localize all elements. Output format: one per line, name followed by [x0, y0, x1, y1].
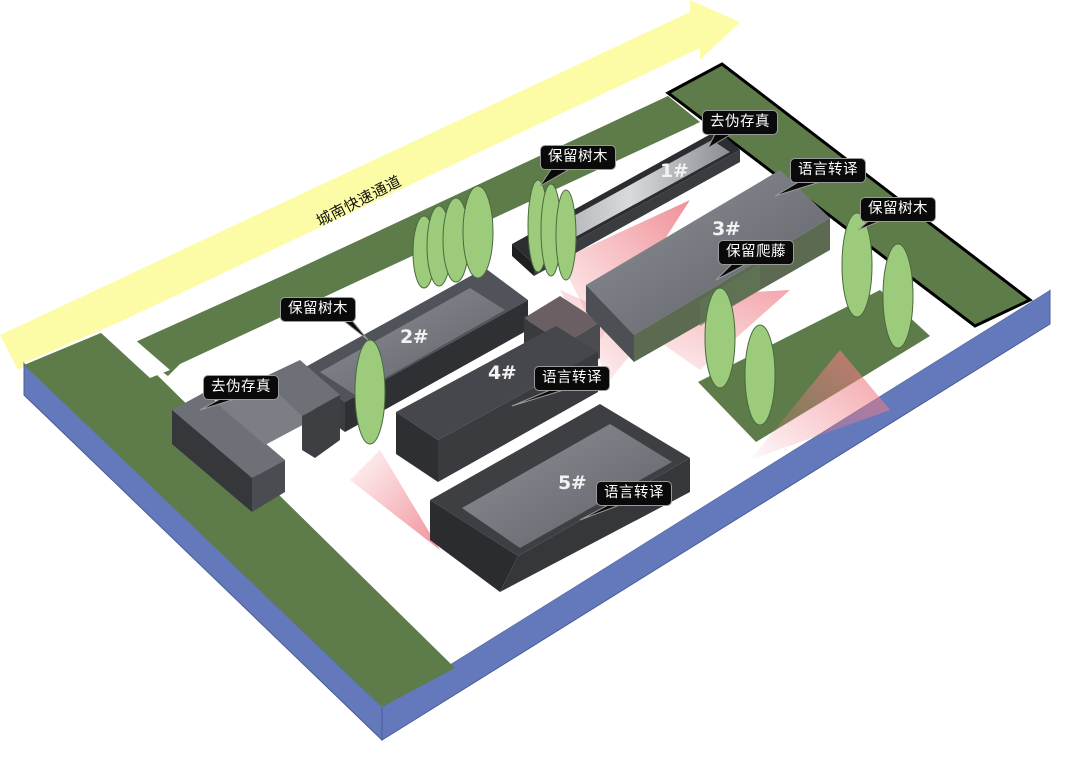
- callout-building-1: 去伪存真: [702, 110, 778, 135]
- callout-building-4: 语言转译: [534, 366, 610, 391]
- callout-trees-east: 保留树木: [860, 197, 936, 222]
- callout-trees-north: 保留树木: [540, 145, 616, 170]
- building-3-label: 3#: [712, 218, 741, 240]
- callout-west-building: 去伪存真: [203, 375, 279, 400]
- building-1-label: 1#: [660, 160, 689, 182]
- trees: [354, 179, 914, 445]
- road-arrow: [0, 0, 740, 370]
- callout-vines: 保留爬藤: [718, 240, 794, 265]
- callout-building-5: 语言转译: [596, 481, 672, 506]
- building-5-label: 5#: [558, 472, 587, 494]
- callout-building-3: 语言转译: [790, 158, 866, 183]
- building-2-label: 2#: [400, 326, 429, 348]
- building-4-label: 4#: [488, 362, 517, 384]
- callout-tree-building-2: 保留树木: [280, 297, 356, 322]
